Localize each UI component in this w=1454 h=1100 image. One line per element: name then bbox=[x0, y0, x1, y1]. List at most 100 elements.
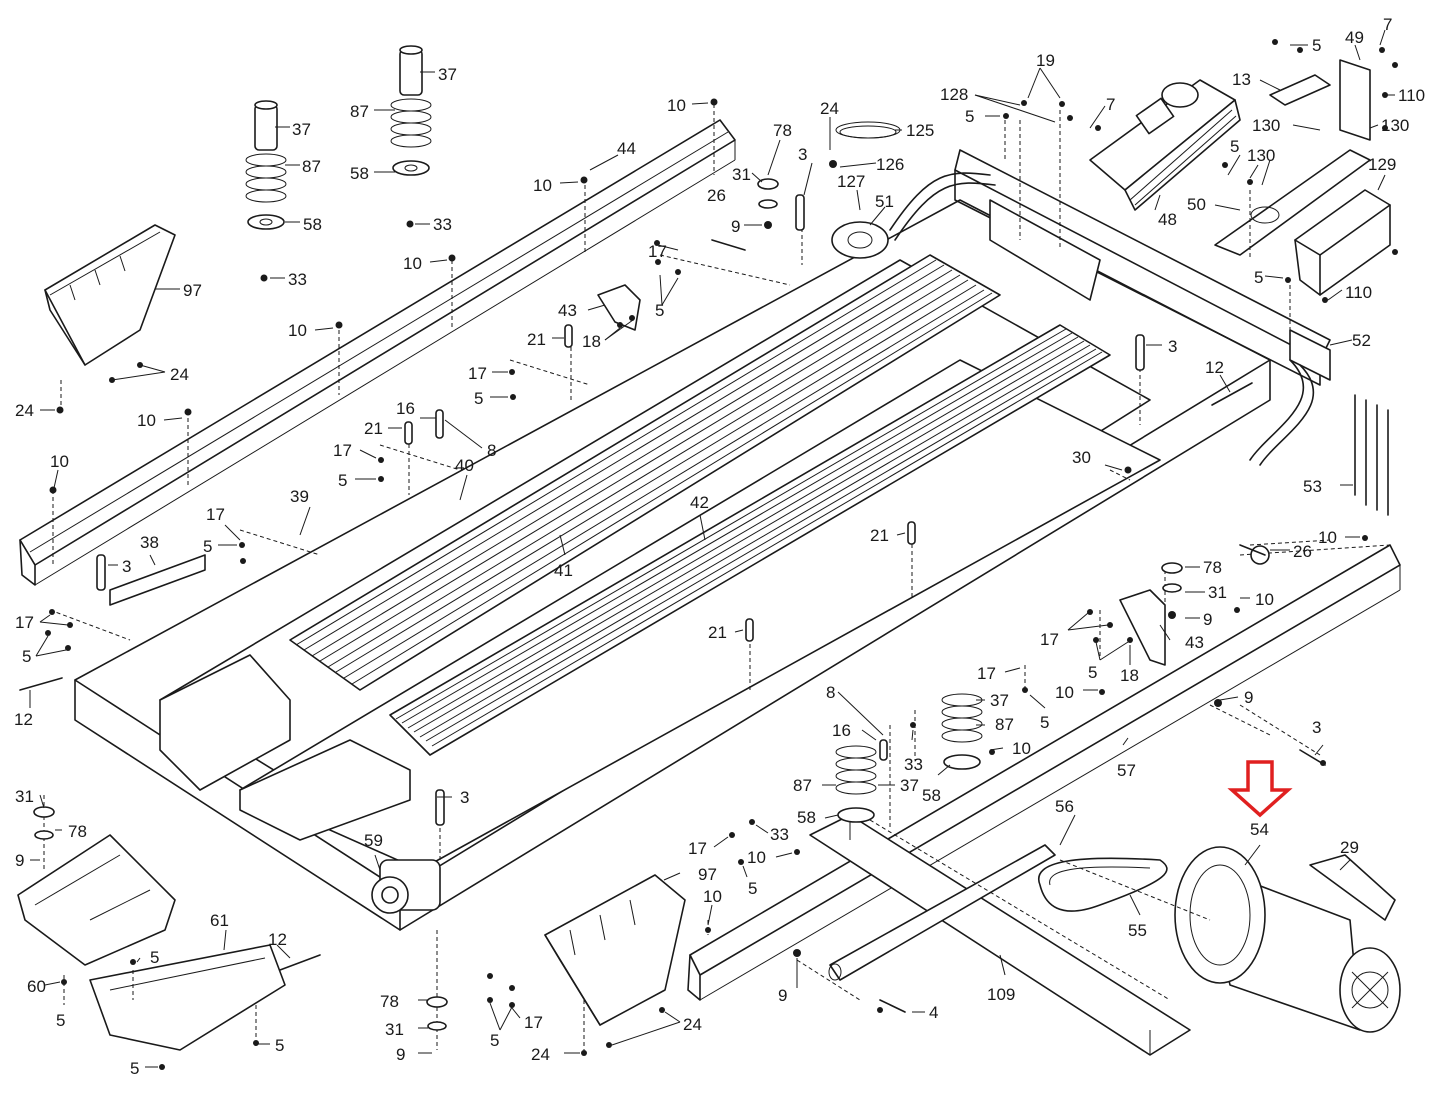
callout: 5 bbox=[1254, 268, 1263, 287]
callout: 31 bbox=[1208, 583, 1227, 602]
callout: 43 bbox=[1185, 633, 1204, 652]
drive-motor-54 bbox=[1174, 846, 1401, 1033]
callout: 17 bbox=[648, 242, 667, 261]
callout: 58 bbox=[303, 215, 322, 234]
callout: 3 bbox=[122, 557, 131, 576]
callout: 24 bbox=[531, 1045, 550, 1064]
callout: 21 bbox=[364, 419, 383, 438]
callout: 60 bbox=[27, 977, 46, 996]
callout: 50 bbox=[1187, 195, 1206, 214]
leader-lines bbox=[29, 29, 1395, 1068]
callout: 129 bbox=[1368, 155, 1396, 174]
highlight-arrow bbox=[1227, 760, 1293, 818]
callout: 5 bbox=[474, 389, 483, 408]
upright-bracket bbox=[1339, 59, 1371, 141]
callout: 5 bbox=[203, 537, 212, 556]
callout: 78 bbox=[68, 822, 87, 841]
callout: 55 bbox=[1128, 921, 1147, 940]
callout: 78 bbox=[773, 121, 792, 140]
hood-97-left bbox=[44, 224, 176, 366]
callout: 126 bbox=[876, 155, 904, 174]
callout: 17 bbox=[977, 664, 996, 683]
callout: 110 bbox=[1345, 283, 1372, 302]
callout: 33 bbox=[904, 755, 923, 774]
cable-ties-53 bbox=[1354, 394, 1389, 516]
callout: 26 bbox=[707, 186, 726, 205]
callout: 9 bbox=[1203, 610, 1212, 629]
label-strip-38 bbox=[109, 554, 206, 606]
callout: 48 bbox=[1158, 210, 1177, 229]
callout: 130 bbox=[1247, 146, 1275, 165]
wire-125 bbox=[835, 121, 901, 139]
callout: 5 bbox=[56, 1011, 65, 1030]
callout: 87 bbox=[350, 102, 369, 121]
controller-board-48 bbox=[1089, 79, 1241, 211]
callout: 9 bbox=[396, 1045, 405, 1064]
cushion-stack-top-left bbox=[245, 100, 287, 230]
callout: 31 bbox=[385, 1020, 404, 1039]
callout: 8 bbox=[826, 683, 835, 702]
callout: 39 bbox=[290, 487, 309, 506]
callout: 3 bbox=[798, 145, 807, 164]
alignment-lines bbox=[43, 104, 1391, 1050]
callout: 17 bbox=[688, 839, 707, 858]
callout: 16 bbox=[396, 399, 415, 418]
callout: 43 bbox=[558, 301, 577, 320]
cover-129 bbox=[1294, 189, 1391, 296]
callout: 10 bbox=[50, 452, 69, 471]
callout: 18 bbox=[1120, 666, 1139, 685]
callout: 110 bbox=[1398, 86, 1425, 105]
callout: 12 bbox=[268, 930, 287, 949]
pins bbox=[19, 194, 1326, 1013]
side-rail-left bbox=[19, 119, 736, 586]
callout: 10 bbox=[747, 848, 766, 867]
callout: 49 bbox=[1345, 28, 1364, 47]
callout: 5 bbox=[1230, 137, 1239, 156]
callout: 4 bbox=[929, 1003, 938, 1022]
callout: 10 bbox=[667, 96, 686, 115]
callout: 3 bbox=[1168, 337, 1177, 356]
callout: 33 bbox=[288, 270, 307, 289]
endcap-60 bbox=[17, 834, 176, 966]
callout: 5 bbox=[275, 1036, 284, 1055]
callout: 9 bbox=[731, 217, 740, 236]
callout: 10 bbox=[533, 176, 552, 195]
callout: 41 bbox=[554, 561, 573, 580]
treadmill-deck bbox=[74, 199, 1401, 1056]
callout: 31 bbox=[15, 787, 34, 806]
callout: 58 bbox=[922, 786, 941, 805]
callout: 38 bbox=[140, 533, 159, 552]
callout: 21 bbox=[708, 623, 727, 642]
callout: 37 bbox=[438, 65, 457, 84]
callout: 29 bbox=[1340, 838, 1359, 857]
callout: 5 bbox=[130, 1059, 139, 1078]
callout: 10 bbox=[1255, 590, 1274, 609]
callout: 24 bbox=[15, 401, 34, 420]
callout: 5 bbox=[22, 647, 31, 666]
slat-panel-41 bbox=[289, 254, 1001, 691]
bracket-43-right bbox=[1119, 589, 1166, 666]
cover-29 bbox=[1309, 854, 1396, 921]
callout: 37 bbox=[990, 691, 1009, 710]
callout: 17 bbox=[468, 364, 487, 383]
callout: 21 bbox=[870, 526, 889, 545]
hardware-bolts bbox=[45, 39, 1398, 1070]
callout: 58 bbox=[350, 164, 369, 183]
callout: 5 bbox=[490, 1031, 499, 1050]
callout: 58 bbox=[797, 808, 816, 827]
callout: 17 bbox=[15, 613, 34, 632]
callout: 56 bbox=[1055, 797, 1074, 816]
callout: 17 bbox=[333, 441, 352, 460]
callout: 24 bbox=[683, 1015, 702, 1034]
callout: 5 bbox=[338, 471, 347, 490]
callout: 5 bbox=[965, 107, 974, 126]
callout: 21 bbox=[527, 330, 546, 349]
callout: 13 bbox=[1232, 70, 1251, 89]
callout: 54 bbox=[1250, 820, 1269, 839]
slat-panel-42 bbox=[389, 324, 1111, 756]
callout: 51 bbox=[875, 192, 894, 211]
shaft-56 bbox=[828, 844, 1056, 981]
callout: 37 bbox=[900, 776, 919, 795]
callouts: 37 37 87 58 87 58 33 33 97 24 24 10 10 1… bbox=[14, 15, 1425, 1078]
callout: 5 bbox=[1312, 36, 1321, 55]
